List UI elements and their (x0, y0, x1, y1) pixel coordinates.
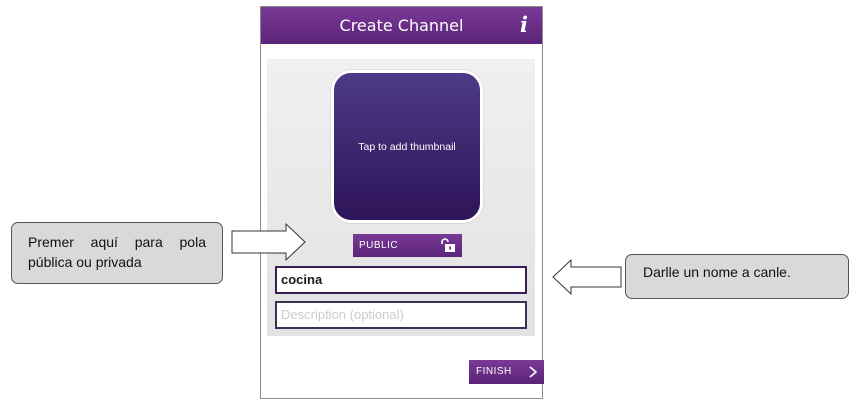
description-input[interactable]: Description (optional) (275, 301, 527, 329)
arrow-left-icon (552, 258, 622, 296)
arrow-right-icon (231, 222, 306, 262)
unlock-icon (441, 238, 455, 252)
info-icon[interactable]: i (520, 12, 528, 37)
channel-name-input[interactable]: cocina (275, 266, 527, 294)
channel-form-panel: Tap to add thumbnail PUBLIC cocina Descr… (267, 59, 535, 336)
finish-label: FINISH (476, 366, 512, 377)
add-thumbnail-button[interactable]: Tap to add thumbnail (331, 70, 483, 223)
phone-screen: Create Channel i Tap to add thumbnail PU… (260, 6, 544, 399)
finish-button[interactable]: FINISH (469, 360, 544, 384)
thumbnail-label: Tap to add thumbnail (358, 140, 456, 153)
visibility-toggle-button[interactable]: PUBLIC (353, 234, 462, 257)
chevron-right-icon (529, 366, 538, 378)
title-bar: Create Channel i (261, 7, 542, 44)
visibility-label: PUBLIC (359, 240, 399, 251)
annotation-visibility: Premer aquí para pola pública ou privada (11, 222, 223, 284)
annotation-channel-name: Darlle un nome a canle. (625, 254, 849, 299)
page-title: Create Channel (339, 16, 464, 35)
